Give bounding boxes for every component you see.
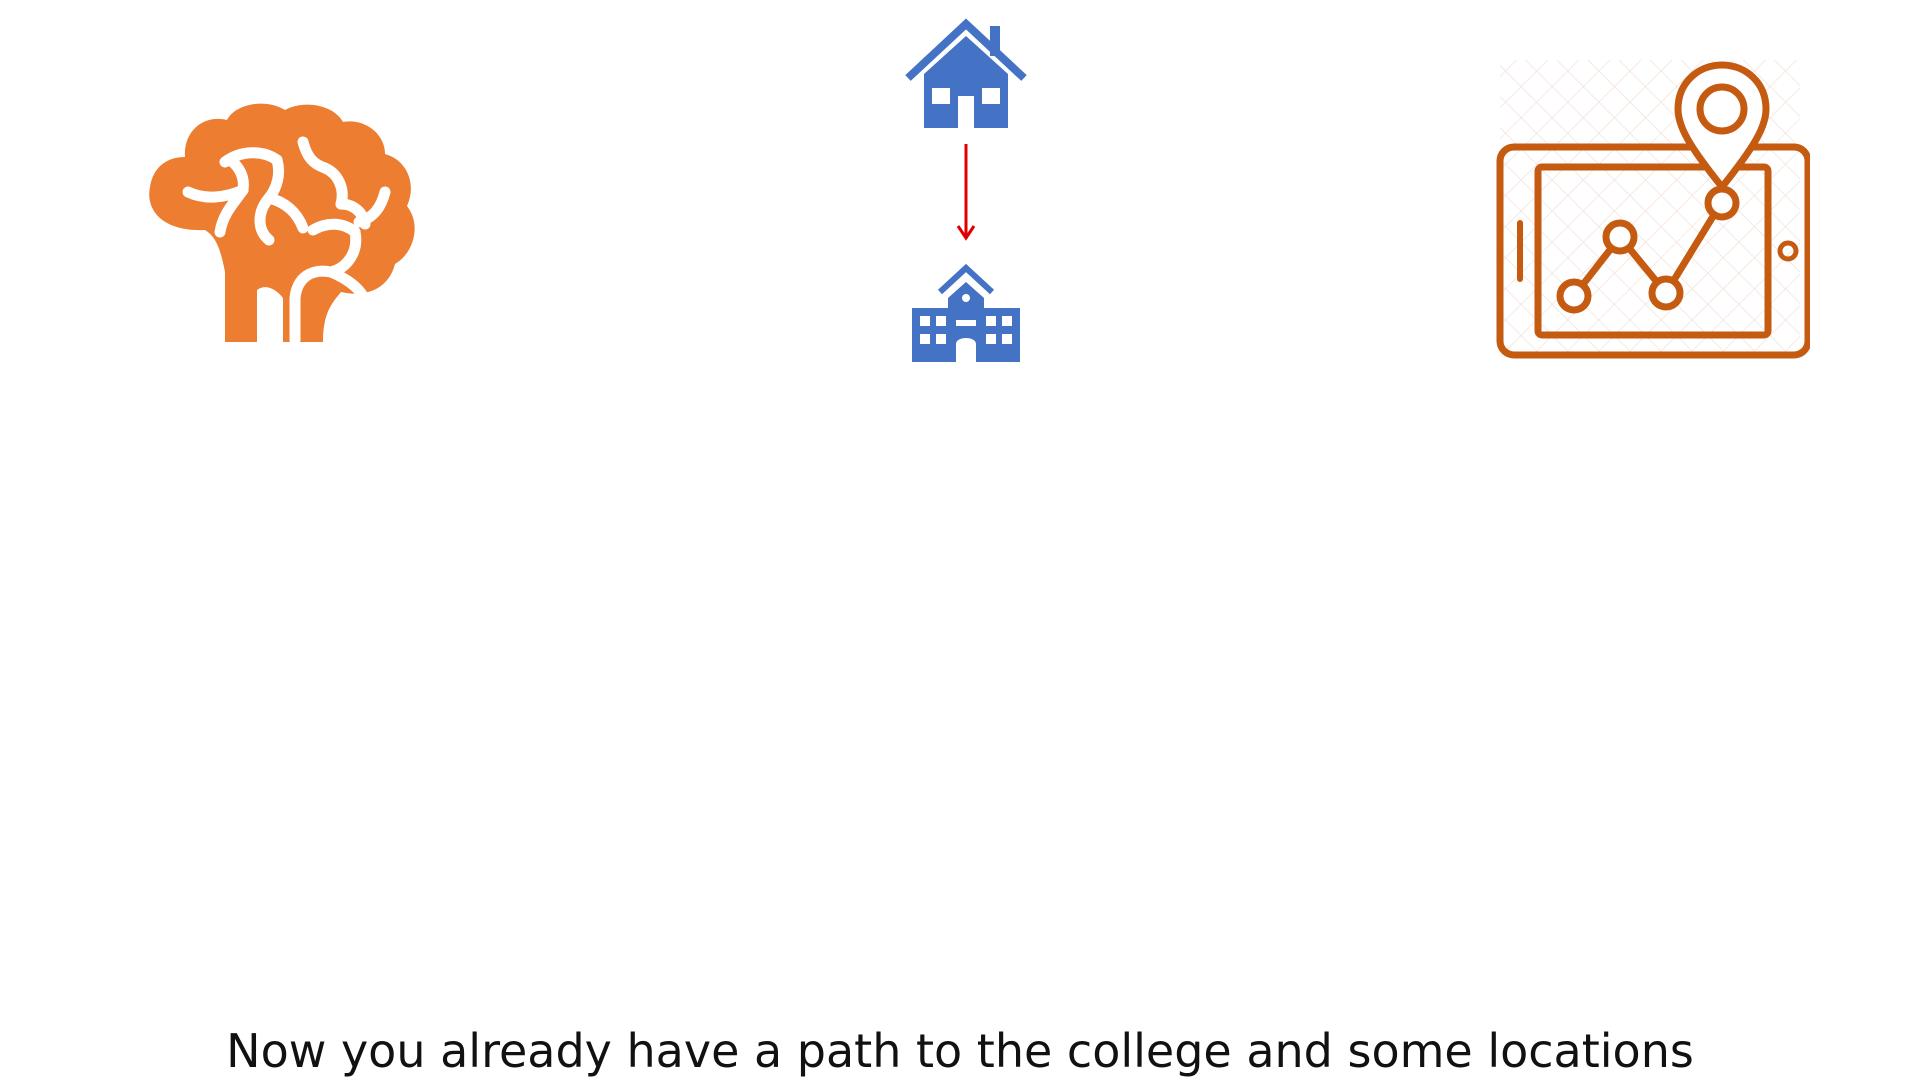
brain-icon (149, 103, 415, 342)
slide-caption: Now you already have a path to the colle… (226, 1024, 1694, 1078)
arrow-down-icon (956, 144, 976, 241)
house-icon (905, 18, 1027, 128)
phone-map-route-icon (1496, 60, 1810, 359)
school-icon (912, 263, 1020, 362)
